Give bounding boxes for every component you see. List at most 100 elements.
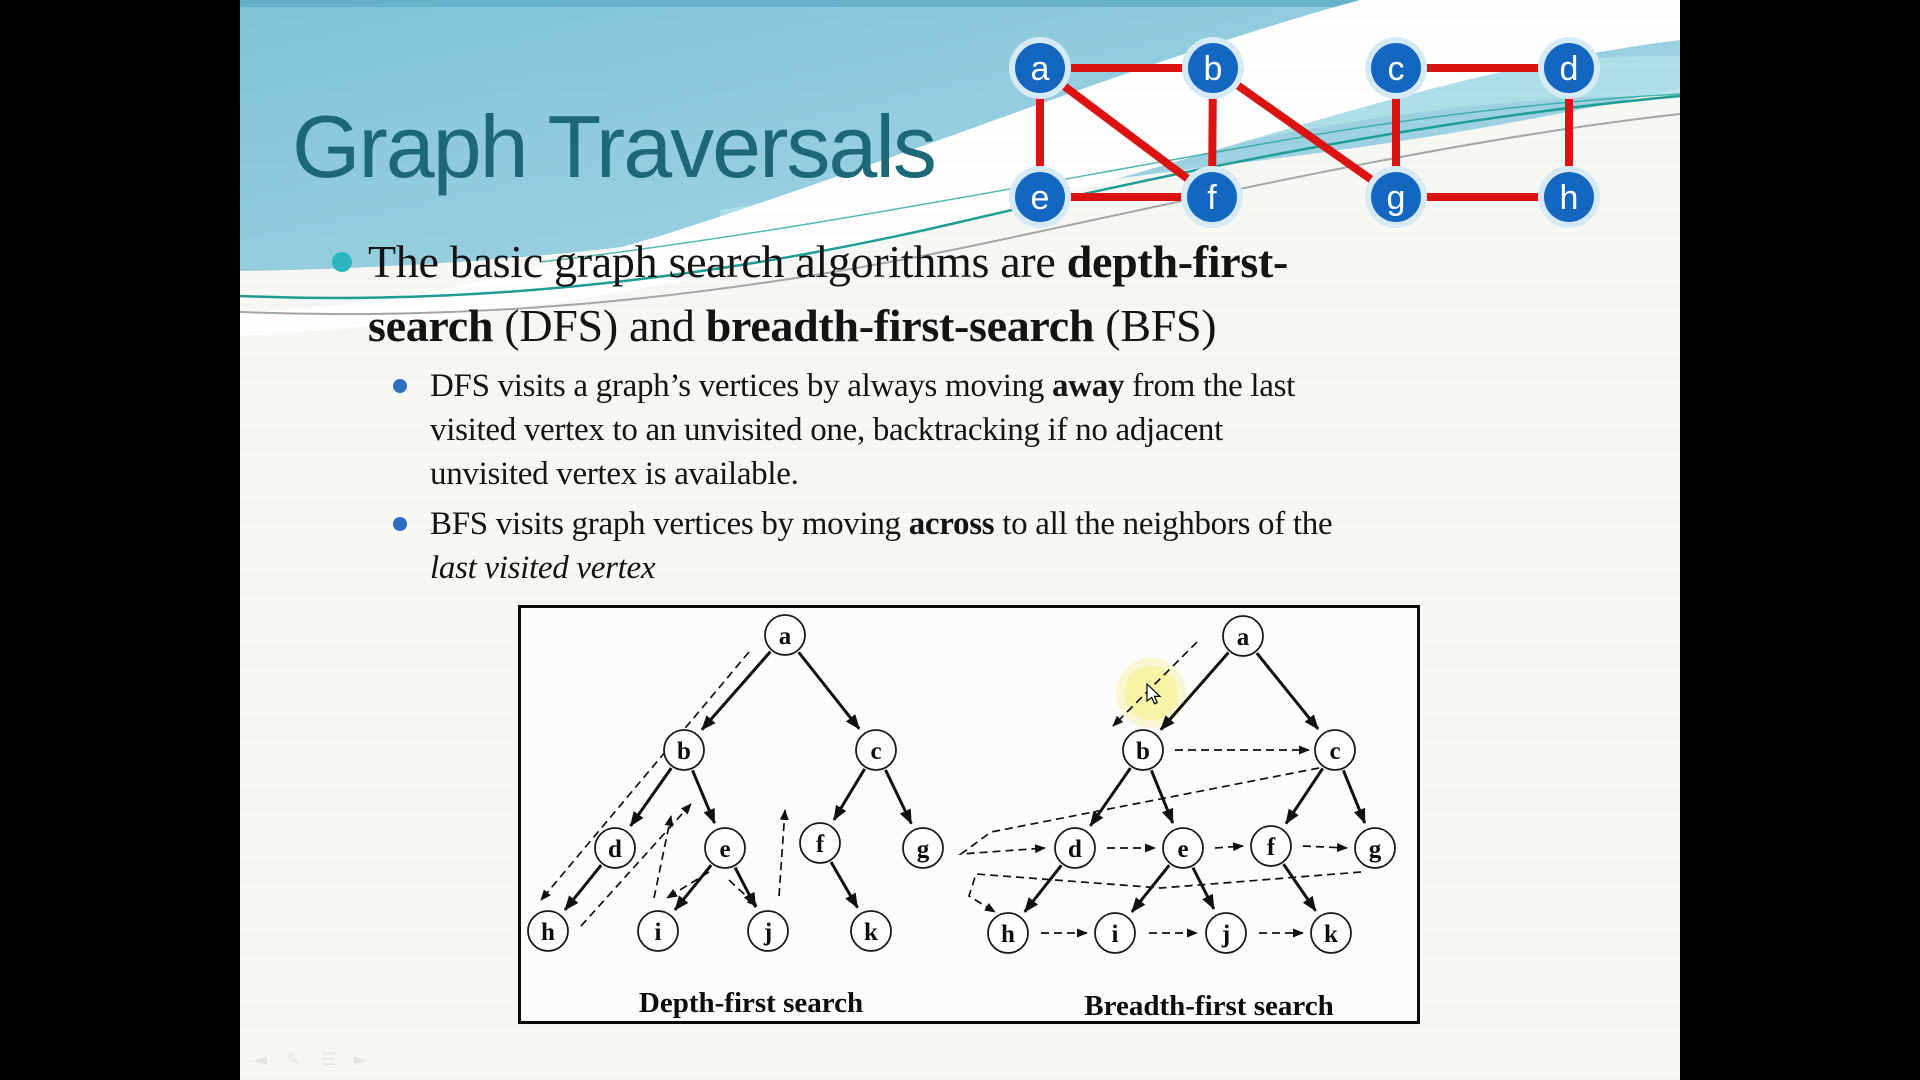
svg-text:k: k: [1324, 921, 1338, 948]
bfs-node-g: g: [1354, 827, 1396, 869]
bfs-tree-edge-ei: [1130, 864, 1171, 913]
graph-node-e: e: [1009, 166, 1071, 228]
bfs-caption: Breadth-first search: [1084, 990, 1333, 1021]
bfs-tree-edge-cf: [1284, 767, 1325, 825]
white-band: [240, 0, 1680, 336]
bfs-tree-edge-dh: [1023, 864, 1063, 913]
presentation-slide: a b c d e f g h Graph Traversals The basic grap…: [240, 0, 1680, 1080]
svg-text:h: h: [1001, 921, 1015, 948]
bfs-tree-edge-ac: [1255, 652, 1320, 730]
bfs-cross-edge-4: [1302, 843, 1348, 853]
bullet-text: DFS visits a graph’s vertices by always …: [430, 368, 1295, 492]
presenter-toolbar: ◄ ✎ ☰ ►: [240, 1050, 440, 1074]
dfs-tree-edge-fk: [829, 861, 859, 909]
svg-text:c: c: [870, 738, 881, 765]
dfs-node-g: g: [902, 827, 944, 869]
bullet-marker: [393, 517, 407, 531]
dfs-tree-edge-dh: [563, 864, 603, 911]
bfs-tree: a b c d e f g h i j k: [958, 615, 1396, 954]
thin-line-gray: [240, 113, 1680, 316]
bfs-tree-edge-cg: [1341, 769, 1367, 824]
svg-text:d: d: [608, 836, 622, 863]
dfs-tree-edge-ab: [700, 650, 772, 731]
graph-node-a: a: [1009, 37, 1071, 99]
pen-icon[interactable]: ✎: [286, 1050, 301, 1070]
bullet-marker: [332, 252, 352, 272]
graph-node-label: f: [1207, 179, 1217, 217]
dfs-tree-edge-ei: [673, 864, 713, 911]
dfs-node-c: c: [855, 729, 897, 771]
graph-node-d: d: [1538, 37, 1600, 99]
svg-text:j: j: [1221, 921, 1230, 948]
graph-node-label: c: [1388, 50, 1405, 88]
dfs-node-j: j: [747, 910, 789, 952]
bfs-node-e: e: [1162, 827, 1204, 869]
dfs-cross-edge-3: [666, 871, 710, 899]
graph-edge-af: [1037, 64, 1215, 201]
svg-text:g: g: [917, 836, 930, 863]
bfs-node-d: d: [1054, 827, 1096, 869]
dfs-node-i: i: [637, 910, 679, 952]
dfs-cross-edge-2: [653, 815, 674, 899]
dfs-node-f: f: [799, 822, 841, 864]
svg-text:j: j: [763, 919, 772, 946]
dfs-node-d: d: [594, 827, 636, 869]
previous-arrow-icon[interactable]: ◄: [254, 1050, 268, 1070]
svg-text:a: a: [1237, 624, 1250, 651]
bfs-tree-edge-fk: [1282, 863, 1317, 912]
dfs-node-h: h: [527, 910, 569, 952]
graph-node-g: g: [1365, 166, 1427, 228]
svg-text:b: b: [677, 738, 691, 765]
bfs-node-j: j: [1205, 912, 1247, 954]
svg-text:d: d: [1068, 836, 1082, 863]
dfs-tree: a b c d e f g h i j k: [527, 614, 944, 952]
header-wave: [240, 0, 1680, 336]
graph-node-label: a: [1031, 50, 1050, 88]
graph-node-b: b: [1182, 37, 1244, 99]
bfs-node-i: i: [1094, 912, 1136, 954]
graph-node-label: e: [1031, 179, 1050, 217]
bfs-cross-edge-9: [1112, 641, 1198, 727]
svg-text:e: e: [719, 836, 730, 863]
dfs-tree-edge-cg: [884, 769, 913, 825]
bfs-cross-edge-5: [967, 871, 1362, 913]
mouse-cursor: [1146, 682, 1162, 705]
bfs-tree-edge-bd: [1089, 767, 1132, 827]
thin-line-teal: [240, 94, 1680, 300]
menu-icon[interactable]: ☰: [321, 1050, 337, 1070]
dfs-node-e: e: [704, 827, 746, 869]
bfs-tree-edge-ej: [1191, 866, 1216, 910]
bfs-tree-edge-ab: [1159, 651, 1230, 731]
bullet-text: The basic graph search algorithms are de…: [368, 236, 1289, 351]
graph-node-label: h: [1560, 179, 1579, 217]
svg-text:f: f: [816, 831, 825, 858]
svg-text:k: k: [864, 919, 878, 946]
bfs-node-c: c: [1314, 729, 1356, 771]
dfs-node-a: a: [764, 614, 806, 656]
dfs-caption: Depth-first search: [639, 987, 863, 1019]
graph-node-f: f: [1181, 166, 1243, 228]
dfs-cross-edge-0: [540, 651, 750, 901]
slide-title: Graph Traversals: [292, 97, 937, 196]
graph-node-label: b: [1204, 50, 1223, 88]
top-strip: [240, 0, 1680, 7]
graph-diagram: a b c d e f g h: [1009, 37, 1600, 228]
dfs-cross-edge-5: [728, 879, 758, 907]
dfs-tree-edge-cf: [832, 768, 866, 821]
bfs-node-h: h: [987, 912, 1029, 954]
thin-line-teal-2: [539, 93, 1680, 263]
dfs-tree-edge-ac: [797, 651, 861, 730]
next-arrow-icon[interactable]: ►: [354, 1050, 368, 1070]
svg-text:f: f: [1267, 834, 1276, 861]
dfs-tree-edge-bd: [629, 767, 673, 827]
bullet-text: BFS visits graph vertices by moving acro…: [430, 506, 1333, 586]
svg-text:i: i: [1112, 921, 1119, 948]
svg-text:c: c: [1329, 738, 1340, 765]
dfs-node-b: b: [663, 729, 705, 771]
bfs-cross-edge-3: [1214, 842, 1244, 852]
svg-text:b: b: [1136, 738, 1150, 765]
dfs-cross-edge-4: [778, 809, 789, 897]
